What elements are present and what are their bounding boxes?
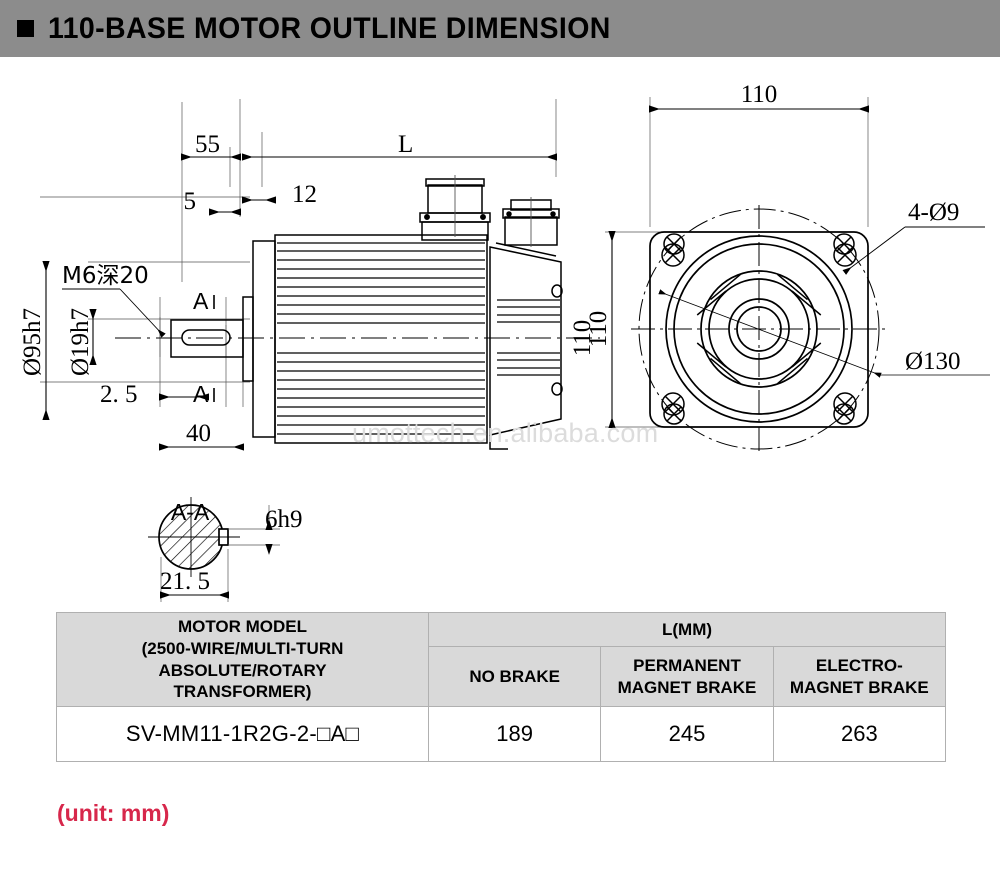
dim-5-label: 5 [184, 188, 197, 215]
dim-shaft-diameter-label: Ø19h7 [67, 308, 94, 376]
dim-mounting-holes-label: 4-Ø9 [908, 199, 959, 226]
technical-drawing-area: 55 L 5 12 Ø95h7 Ø19h7 M6深20 2. 5 40 A A [0, 57, 1000, 602]
dim-flange-width-label: 110 [741, 81, 778, 108]
page-title: 110-BASE MOTOR OUTLINE DIMENSION [48, 11, 611, 45]
section-mark-a-top: A [193, 288, 209, 314]
table-header-row-2: NO BRAKE PERMANENT MAGNET BRAKE ELECTRO-… [57, 646, 947, 707]
th-motor-model-line-3: ABSOLUTE/ROTARY [158, 660, 327, 680]
dim-flange-height-label: 110 [585, 311, 612, 348]
table-row: SV-MM11-1R2G-2-□A□ 189 245 263 [56, 706, 947, 762]
square-bullet-icon [17, 20, 34, 37]
cell-no-brake: 189 [427, 706, 602, 762]
connector-power [419, 175, 491, 241]
th-motor-model-line-1: MOTOR MODEL [177, 617, 308, 636]
th-permanent-magnet-brake: PERMANENT MAGNET BRAKE [600, 646, 774, 707]
th-no-brake: NO BRAKE [427, 646, 602, 707]
dim-body-height-label: 110 [569, 320, 596, 357]
th-motor-model: MOTOR MODEL (2500-WIRE/MULTI-TURN ABSOLU… [56, 612, 429, 707]
th-no-brake-line-1: NO BRAKE [469, 666, 560, 686]
dim-L-label: L [398, 131, 413, 158]
cell-motor-model-text: SV-MM11-1R2G-2-□A□ [125, 721, 360, 746]
table-header-row-1: MOTOR MODEL (2500-WIRE/MULTI-TURN ABSOLU… [56, 611, 946, 707]
dim-12-label: 12 [292, 181, 317, 208]
page-header-bar: 110-BASE MOTOR OUTLINE DIMENSION [0, 0, 1000, 57]
th-permanent-line-2: MAGNET BRAKE [617, 677, 757, 697]
dim-6h9-label: 6h9 [265, 506, 303, 533]
table-header: MOTOR MODEL (2500-WIRE/MULTI-TURN ABSOLU… [56, 611, 947, 707]
th-electro-line-1: ELECTRO- [815, 655, 903, 675]
dim-tapped-hole-label: M6深20 [62, 263, 149, 289]
th-motor-model-line-4: TRANSFORMER) [173, 682, 312, 702]
front-flange-view: 110 110 [585, 81, 990, 453]
cell-electro-magnet-brake: 263 [772, 706, 947, 762]
dim-21-5-label: 21. 5 [160, 568, 210, 595]
table-body: SV-MM11-1R2G-2-□A□ 189 245 263 [56, 706, 947, 762]
section-mark-a-bottom: A [193, 381, 209, 407]
th-permanent-line-1: PERMANENT [633, 655, 741, 675]
dim-2-5-label: 2. 5 [100, 381, 138, 408]
unit-note: (unit: mm) [57, 800, 170, 826]
section-a-a-view: A-A 6h9 21. 5 [148, 497, 303, 602]
encoder-housing [489, 197, 563, 450]
motor-outline-drawing: 55 L 5 12 Ø95h7 Ø19h7 M6深20 2. 5 40 A A [19, 81, 990, 602]
th-motor-model-line-2: (2500-WIRE/MULTI-TURN [141, 638, 344, 658]
specification-table-wrap: MOTOR MODEL (2500-WIRE/MULTI-TURN ABSOLU… [56, 611, 947, 762]
specification-table: MOTOR MODEL (2500-WIRE/MULTI-TURN ABSOLU… [56, 611, 947, 762]
th-electro-line-2: MAGNET BRAKE [789, 677, 929, 697]
dim-55-label: 55 [195, 131, 220, 158]
cell-permanent-magnet-brake: 245 [600, 706, 774, 762]
th-l-mm: L(MM) [428, 611, 946, 648]
dim-40-label: 40 [186, 420, 211, 447]
dim-bolt-circle-label: Ø130 [905, 348, 961, 375]
cell-motor-model: SV-MM11-1R2G-2-□A□ [56, 706, 429, 762]
dim-pilot-diameter-label: Ø95h7 [19, 308, 46, 376]
th-electro-magnet-brake: ELECTRO- MAGNET BRAKE [772, 646, 947, 707]
